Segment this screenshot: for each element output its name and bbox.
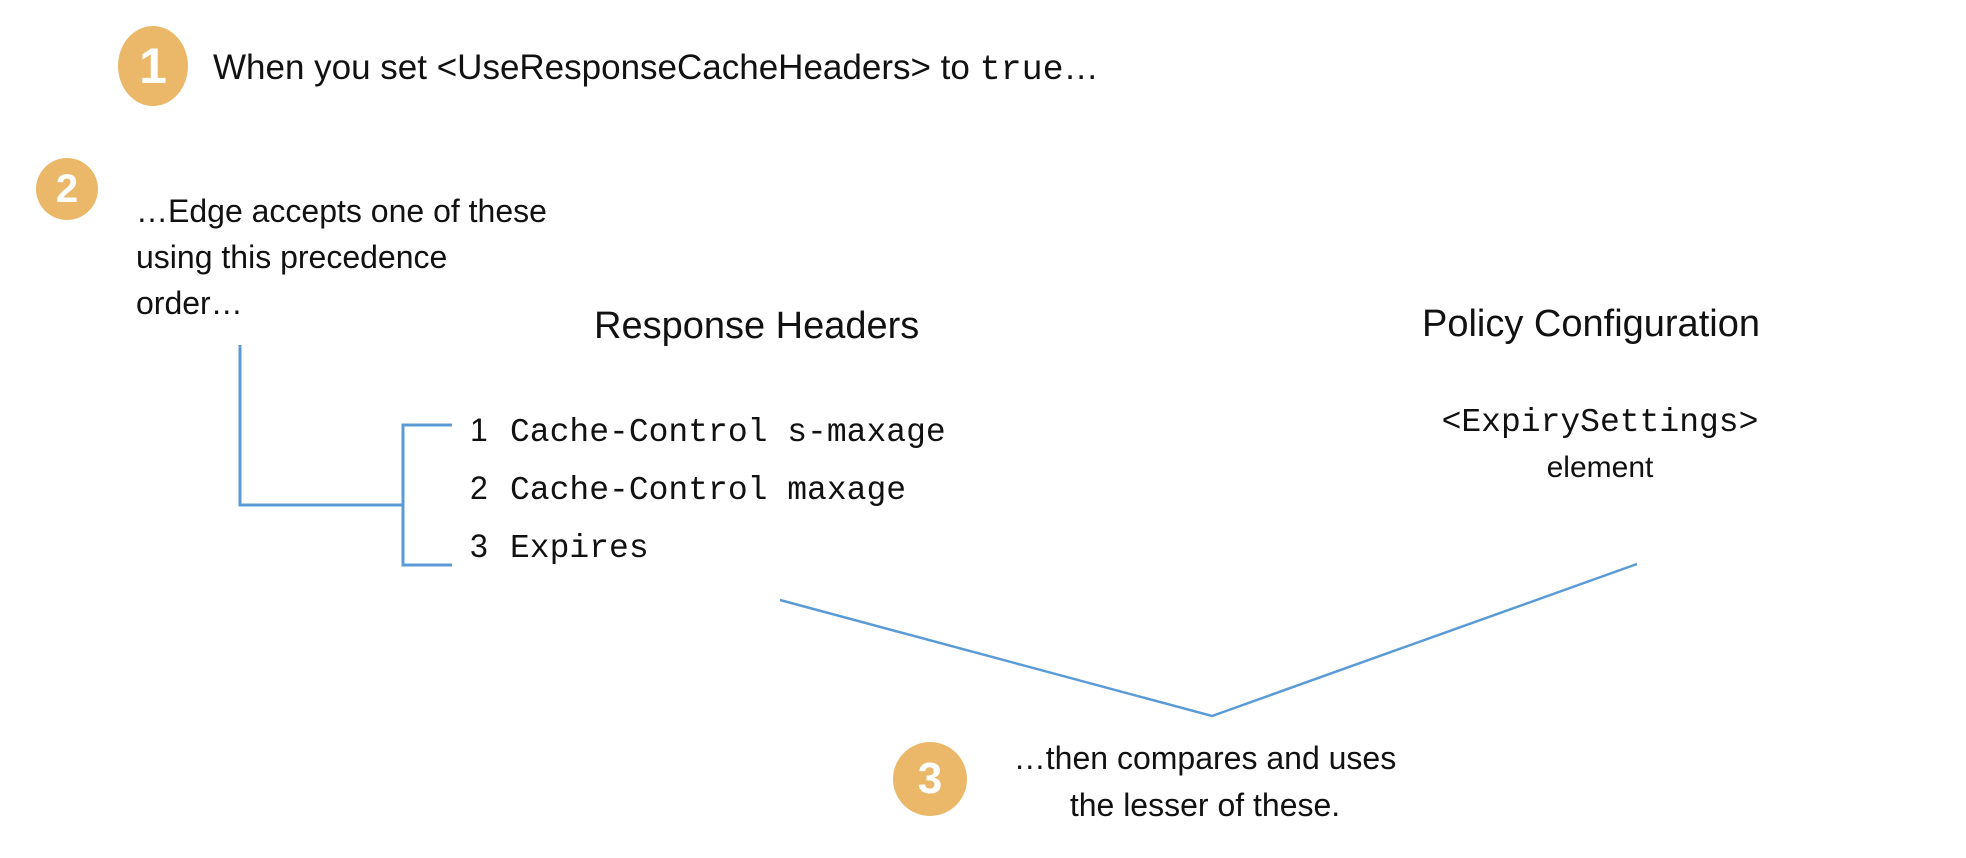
list-item-value: Cache-Control maxage (510, 472, 907, 509)
list-item-value: Expires (510, 530, 649, 567)
step-2-text-line-3: order… (136, 285, 243, 321)
step-1-text: When you set <UseResponseCacheHeaders> t… (213, 46, 1099, 92)
step-2-text-line-1: …Edge accepts one of these (136, 193, 547, 229)
list-item-value: Cache-Control s-maxage (510, 414, 946, 451)
step-1-text-prefix: When you set <UseResponseCacheHeaders> t… (213, 48, 980, 87)
list-item-number: 2 (470, 470, 488, 506)
list-item: 2 Cache-Control maxage (470, 470, 946, 528)
list-item-number: 1 (470, 412, 488, 448)
expiry-settings-tag: <ExpirySettings> (1441, 404, 1759, 441)
step2-elbow-connector (238, 345, 403, 507)
response-headers-heading: Response Headers (594, 305, 920, 347)
step-1-text-suffix: … (1063, 48, 1099, 87)
policy-configuration-heading: Policy Configuration (1422, 303, 1760, 345)
list-item: 3 Expires (470, 528, 946, 586)
list-item-number: 3 (470, 528, 488, 564)
step-3-text-line-2: the lesser of these. (1069, 787, 1341, 823)
step-1-badge: 1 (118, 26, 188, 106)
step-2-text: …Edge accepts one of these using this pr… (136, 188, 596, 326)
step-2-text-line-2: using this precedence (136, 239, 448, 275)
expiry-settings-element-label: element (1546, 451, 1654, 484)
step-1-text-mono-value: true (979, 50, 1064, 90)
list-item: 1 Cache-Control s-maxage (470, 412, 946, 470)
step-3-badge: 3 (893, 742, 967, 816)
precedence-bracket (401, 423, 452, 567)
step-3-text-line-1: …then compares and uses (1013, 740, 1397, 776)
step-2-badge: 2 (36, 158, 98, 220)
comparison-v-connector (779, 562, 1638, 718)
policy-configuration-block: <ExpirySettings> element (1380, 404, 1820, 485)
step-3-text: …then compares and uses the lesser of th… (975, 735, 1435, 829)
precedence-list: 1 Cache-Control s-maxage 2 Cache-Control… (470, 412, 946, 586)
